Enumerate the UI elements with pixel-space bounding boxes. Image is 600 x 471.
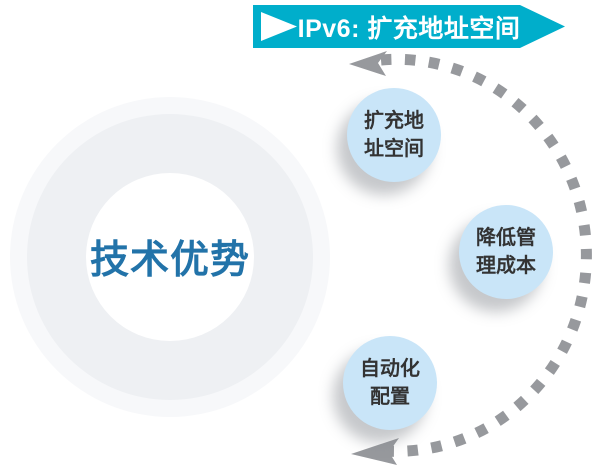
bubble-label-line: 址空间 [364, 138, 424, 160]
bubble-label-line: 降低管 [476, 227, 536, 249]
bubble-expand-address: 扩充地 址空间 [347, 88, 441, 182]
bubble-label-line: 扩充地 [364, 110, 424, 132]
arrowhead-bottom-icon [351, 438, 399, 465]
bubble-auto-config: 自动化 配置 [343, 336, 437, 430]
bubble-reduce-cost: 降低管 理成本 [459, 205, 553, 299]
header-ribbon: IPv6: 扩充地址空间 [253, 5, 565, 48]
ribbon-chevron-notch-icon [261, 12, 297, 41]
center-title: 技术优势 [89, 239, 250, 282]
bubble-label-line: 理成本 [476, 255, 536, 277]
center-circle: 技术优势 [86, 173, 254, 341]
arrowhead-top-icon [349, 51, 387, 76]
bubble-label-line: 自动化 [360, 358, 420, 380]
ribbon-title: IPv6: 扩充地址空间 [297, 14, 521, 43]
dashed-arc-path [380, 53, 592, 457]
bubble-label-line: 配置 [370, 386, 410, 408]
